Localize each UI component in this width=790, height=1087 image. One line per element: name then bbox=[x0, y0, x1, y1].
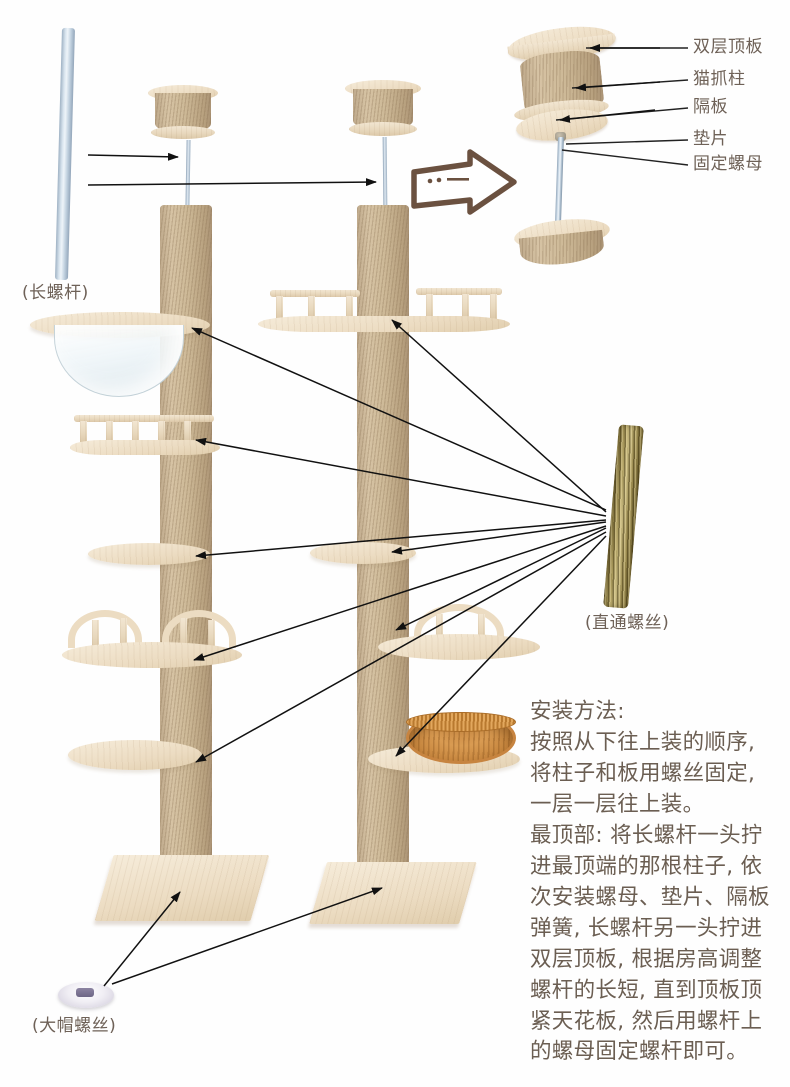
installation-instructions: 安装方法: 按照从下往上装的顺序, 将柱子和板用螺丝固定, 一层一层往上装。 最… bbox=[530, 697, 788, 1068]
instruction-line-7: 次安装螺母、垫片、隔板 bbox=[530, 884, 770, 910]
left-shelf-tier3 bbox=[88, 543, 210, 565]
left-tower-base bbox=[94, 855, 270, 921]
right-shelf-tier1-post-e bbox=[462, 294, 469, 320]
large-cap-screw-label: (大帽螺丝) bbox=[32, 1016, 117, 1036]
through-screw-illustration bbox=[603, 424, 644, 609]
instruction-line-10: 螺杆的长短, 直到顶板顶 bbox=[530, 977, 763, 1003]
right-shelf-tier3 bbox=[378, 600, 540, 662]
right-shelf-tier3-deck bbox=[378, 634, 540, 660]
left-tower-top-assembly bbox=[148, 85, 220, 149]
instruction-line-5: 最顶部: 将长螺杆一头拧 bbox=[530, 822, 763, 848]
top-detail-assembly bbox=[500, 21, 685, 269]
instruction-line-9: 双层顶板, 根据房高调整 bbox=[530, 946, 763, 972]
left-shelf-tier5 bbox=[68, 740, 202, 770]
left-shelf-tier2-deck bbox=[70, 440, 220, 455]
right-shelf-tier1-post-a bbox=[276, 296, 283, 320]
left-shelf-tier4 bbox=[62, 604, 242, 670]
callout-label-divider-board: 隔板 bbox=[693, 97, 728, 117]
right-shelf-tier1-post-d bbox=[426, 294, 433, 320]
left-shelf-tier4-post-c bbox=[180, 618, 187, 650]
right-tower-base bbox=[309, 862, 477, 924]
right-shelf-tier1-post-c bbox=[346, 296, 353, 320]
long-screw-rod-label: (长螺杆) bbox=[22, 283, 89, 303]
left-shelf-tier4-rail-left bbox=[68, 610, 142, 648]
instruction-line-6: 进最顶端的那根柱子, 依 bbox=[530, 853, 763, 879]
callout-label-scratch-post: 猫抓柱 bbox=[693, 69, 746, 89]
right-shelf-tier1-deck bbox=[258, 316, 510, 332]
instruction-line-4: 一层一层往上装。 bbox=[530, 791, 705, 817]
callout-label-fixing-nut: 固定螺母 bbox=[693, 154, 763, 174]
left-tower-post bbox=[160, 205, 212, 870]
callout-label-washer: 垫片 bbox=[693, 129, 728, 149]
right-top-cap-base bbox=[349, 122, 417, 136]
right-tower-top-assembly bbox=[345, 80, 423, 144]
left-shelf-tier4-post-b bbox=[120, 618, 127, 650]
long-screw-rod-illustration bbox=[54, 27, 75, 281]
left-shelf-tier2-baluster-e bbox=[184, 421, 191, 443]
right-shelf-tier1 bbox=[258, 288, 510, 332]
left-tower-screw-rod bbox=[185, 139, 191, 209]
right-shelf-tier1-rail-right bbox=[416, 288, 502, 295]
right-shelf-tier1-post-f bbox=[490, 294, 497, 320]
left-shelf-tier2-baluster-c bbox=[132, 421, 139, 443]
left-shelf-tier2-baluster-d bbox=[158, 421, 165, 443]
left-shelf-tier4-deck bbox=[62, 642, 242, 668]
instruction-line-11: 紧天花板, 然后用螺杆上 bbox=[530, 1008, 763, 1034]
right-tower-screw-rod bbox=[382, 136, 388, 210]
detail-screw-rod bbox=[554, 136, 564, 233]
left-shelf-tier2-baluster-b bbox=[106, 421, 113, 443]
instruction-line-1: 安装方法: bbox=[530, 699, 625, 724]
fixing-nut-detail bbox=[555, 132, 566, 141]
left-shelf-tier4-post-a bbox=[92, 620, 99, 650]
instruction-line-12: 的螺母固定螺杆即可。 bbox=[530, 1039, 749, 1065]
rattan-basket-rim bbox=[406, 712, 516, 732]
detail-zoom-arrow-icon bbox=[411, 149, 517, 215]
right-shelf-tier1-post-b bbox=[308, 296, 315, 320]
left-top-cap-base bbox=[151, 126, 215, 139]
through-screw-label: (直通螺丝) bbox=[585, 613, 670, 633]
right-shelf-tier2 bbox=[310, 542, 416, 564]
right-shelf-tier1-rail-left bbox=[270, 290, 360, 297]
left-shelf-tier2-baluster-a bbox=[80, 421, 87, 443]
large-cap-screw-head bbox=[76, 988, 94, 997]
instruction-line-8: 弹簧, 长螺杆另一头拧进 bbox=[530, 915, 763, 941]
left-shelf-tier2-rail-top bbox=[74, 415, 214, 422]
left-shelf-tier2 bbox=[70, 415, 220, 455]
callout-label-double-top-board: 双层顶板 bbox=[693, 37, 763, 57]
instruction-line-3: 将柱子和板用螺丝固定, bbox=[530, 760, 756, 786]
instruction-line-2: 按照从下往上装的顺序, bbox=[530, 729, 756, 755]
